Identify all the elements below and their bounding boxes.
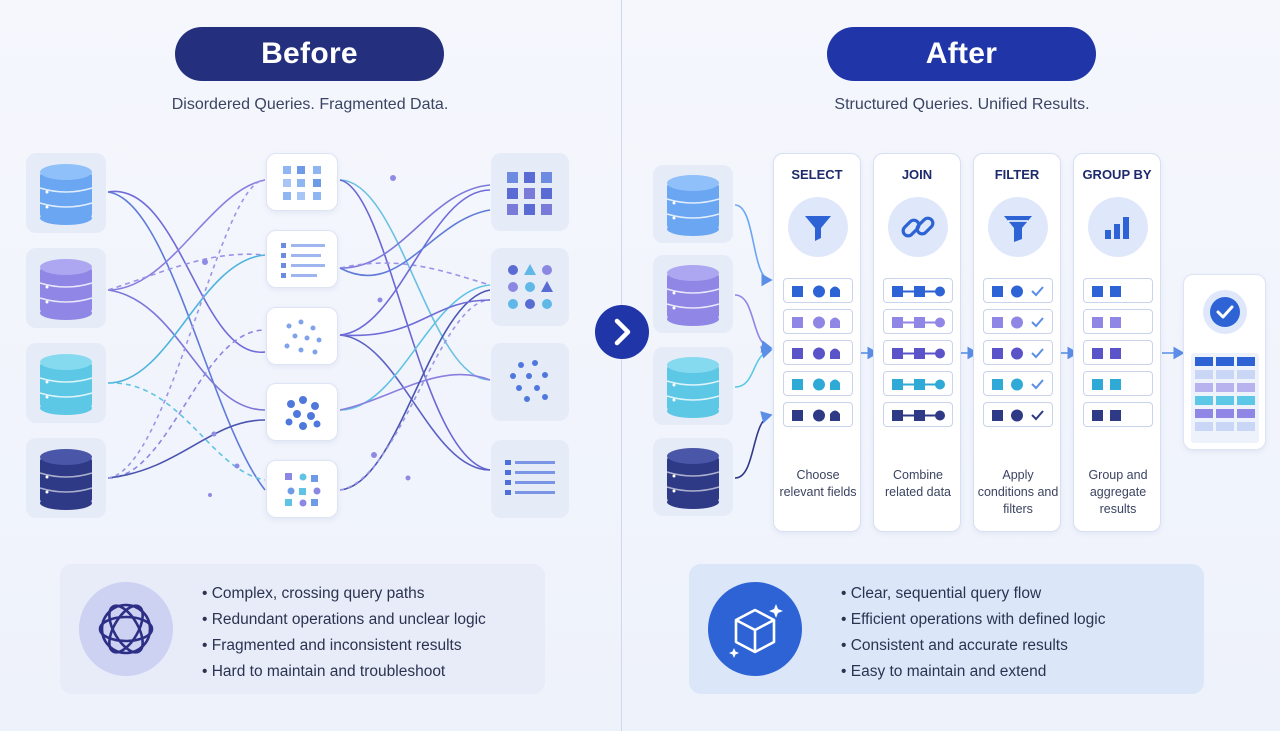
before-summary-panel: Complex, crossing query paths Redundant … [60,564,545,694]
database-icon [39,164,93,225]
bar-chart-icon [1088,197,1148,257]
step-group-by-description: Group and aggregate results [1088,468,1148,516]
fragment-card-2 [266,230,338,288]
tangled-knot-icon [79,582,173,676]
select-row-4 [783,371,853,396]
filter-row-2 [983,309,1053,334]
result-table-icon [1191,353,1259,443]
before-database-card-1 [26,153,106,233]
before-database-card-2 [26,248,106,328]
after-database-card-4 [653,438,733,516]
fragment-card-1 [266,153,338,211]
filter-row-4 [983,371,1053,396]
database-icon [39,449,93,510]
grid-fragment-icon [283,166,321,200]
cluster-fragment-icon [285,396,321,430]
before-tangled-paths [107,175,491,497]
filter-icon [988,197,1048,257]
group-row-5 [1083,402,1153,427]
after-database-card-2 [653,255,733,333]
before-subtitle: Disordered Queries. Fragmented Data. [171,96,449,113]
mixed-fragment-icon [285,473,321,507]
output-card-1 [491,153,569,231]
group-row-2 [1083,309,1153,334]
group-row-4 [1083,371,1153,396]
result-card [1183,274,1266,450]
step-filter-title: FILTER [994,167,1040,182]
before-database-card-4 [26,438,106,518]
link-icon [888,197,948,257]
step-select-title: SELECT [791,167,843,182]
filter-row-1 [983,278,1053,303]
before-bullet-4: Hard to maintain and troubleshoot [202,659,486,685]
output-card-2 [491,248,569,326]
join-row-4 [883,371,953,396]
step-group-by-card: GROUP BY Group and aggregate results [1073,153,1161,532]
select-row-5 [783,402,853,427]
step-group-by-title: GROUP BY [1082,167,1152,182]
join-row-5 [883,402,953,427]
after-bullet-1: Clear, sequential query flow [841,581,1106,607]
group-row-3 [1083,340,1153,365]
fragment-card-4 [266,383,338,441]
after-bullet-4: Easy to maintain and extend [841,659,1106,685]
grid-output-icon [507,172,552,215]
dots-output-icon [510,360,548,402]
filter-row-5 [983,402,1053,427]
after-summary-panel: Clear, sequential query flow Efficient o… [689,564,1204,694]
cube-sparkle-icon [708,582,802,676]
step-join-description: Combine related data [884,468,952,499]
step-filter-description: Apply conditions and filters [977,468,1059,516]
output-card-4 [491,440,569,518]
after-title-pill: After [827,27,1096,81]
group-row-1 [1083,278,1153,303]
join-row-2 [883,309,953,334]
after-bullet-3: Consistent and accurate results [841,633,1106,659]
after-bullet-list: Clear, sequential query flow Efficient o… [841,581,1106,685]
after-subtitle: Structured Queries. Unified Results. [834,96,1090,113]
fragment-card-5 [266,460,338,518]
check-circle-icon [1203,290,1247,334]
select-row-2 [783,309,853,334]
step-filter-card: FILTER Apply conditions and filters [973,153,1061,532]
after-title: After [925,37,998,70]
before-title: Before [261,37,358,70]
shapes-output-icon [508,264,553,309]
database-icon [666,265,720,326]
step-select-description: Choose relevant fields [779,468,857,499]
section-divider [621,0,622,731]
list-fragment-icon [281,243,325,278]
funnel-icon [788,197,848,257]
step-join-card: JOIN Combine related data [873,153,961,532]
fragment-card-3 [266,307,338,365]
step-select-card: SELECT Choose relevant fields [773,153,861,532]
chevron-right-icon [595,305,649,359]
output-card-3 [491,343,569,421]
join-row-1 [883,278,953,303]
after-flow-arrows [734,204,1185,479]
database-icon [666,357,720,418]
database-icon [666,175,720,236]
filter-row-3 [983,340,1053,365]
after-bullet-2: Efficient operations with defined logic [841,607,1106,633]
list-output-icon [505,460,555,495]
after-database-card-1 [653,165,733,243]
before-bullet-list: Complex, crossing query paths Redundant … [202,581,486,685]
before-bullet-2: Redundant operations and unclear logic [202,607,486,633]
before-title-pill: Before [175,27,444,81]
database-icon [39,354,93,415]
after-database-card-3 [653,347,733,425]
select-row-3 [783,340,853,365]
database-icon [666,448,720,509]
before-database-card-3 [26,343,106,423]
database-icon [39,259,93,320]
step-join-title: JOIN [901,167,933,182]
select-row-1 [783,278,853,303]
before-bullet-1: Complex, crossing query paths [202,581,486,607]
join-row-3 [883,340,953,365]
scatter-fragment-icon [284,319,322,355]
before-bullet-3: Fragmented and inconsistent results [202,633,486,659]
